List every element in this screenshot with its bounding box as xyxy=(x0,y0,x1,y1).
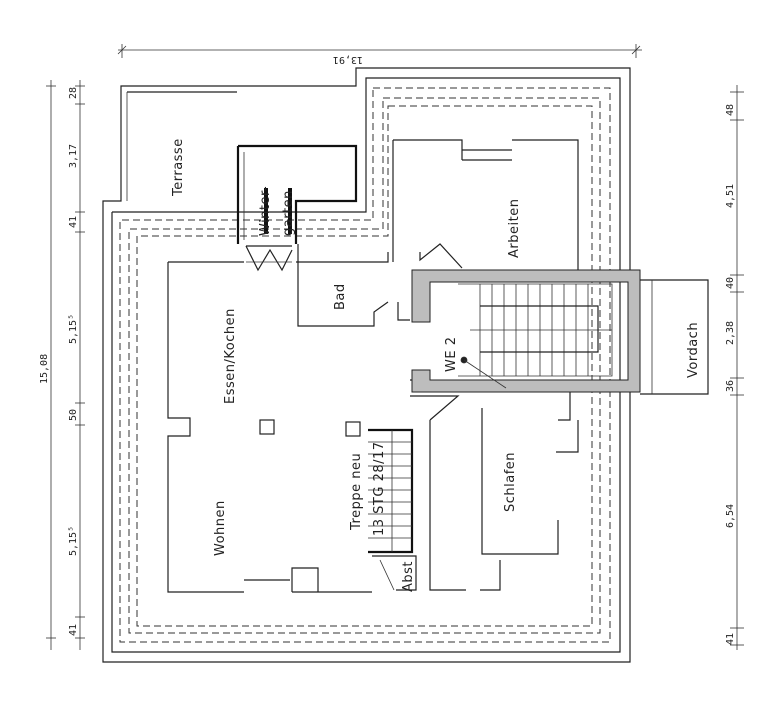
terrace-area xyxy=(126,92,358,272)
left-dimension-chain: 15,08 28 3,17 41 5,15⁵ 50 5,15⁵ 41 xyxy=(39,80,85,650)
dimension-left-total: 15,08 xyxy=(39,354,50,384)
wintergarten-door-frame xyxy=(264,188,268,234)
room-label-arbeiten: Arbeiten xyxy=(507,199,522,258)
dimension-left-seg-7: 41 xyxy=(68,624,79,636)
room-label-abst: Abst xyxy=(401,561,416,592)
dimension-left-seg-4: 5,15⁵ xyxy=(68,314,79,344)
stair-label-line-2: 13 STG 28/17 xyxy=(372,441,387,536)
dimension-right-seg-4: 2,38 xyxy=(725,321,736,345)
stair-label-line-1: Treppe neu xyxy=(349,453,364,531)
vordach-canopy xyxy=(640,279,709,395)
dimension-right-seg-1: 48 xyxy=(725,104,736,116)
stair-treads xyxy=(458,283,613,389)
room-label-essen-kochen: Essen/Kochen xyxy=(223,308,238,404)
room-label-wintergarten-2: garten xyxy=(281,190,296,236)
dimension-left-seg-3: 41 xyxy=(68,216,79,228)
dimension-left-seg-6: 5,15⁵ xyxy=(68,526,79,556)
dimension-left-seg-5: 50 xyxy=(68,409,79,421)
room-label-vordach: Vordach xyxy=(686,322,701,378)
room-label-wohnen: Wohnen xyxy=(213,500,228,556)
dimension-left-seg-2: 3,17 xyxy=(68,144,79,168)
column-left xyxy=(259,419,275,435)
room-label-wintergarten-1: Winter- xyxy=(258,186,273,236)
dimension-left-seg-1: 28 xyxy=(68,87,79,99)
interior-walls xyxy=(167,139,579,593)
dimension-right-seg-7: 41 xyxy=(725,633,736,645)
dimension-right-seg-6: 6,54 xyxy=(725,504,736,528)
building-outline xyxy=(102,67,631,663)
room-label-terrasse: Terrasse xyxy=(171,138,186,197)
dimension-right-seg-2: 4,51 xyxy=(725,184,736,208)
right-dimension-chain: 48 4,51 40 2,38 36 6,54 41 xyxy=(725,85,744,650)
stairwell-walls xyxy=(411,269,641,393)
dimension-right-seg-3: 40 xyxy=(725,277,736,289)
room-label-bad: Bad xyxy=(333,283,348,310)
room-label-schlafen: Schlafen xyxy=(503,452,518,512)
roof-dashed-lines xyxy=(119,87,611,643)
dimension-right-seg-5: 36 xyxy=(725,380,736,392)
room-label-we2: WE 2 xyxy=(444,337,459,372)
column-right xyxy=(345,421,361,437)
new-stair xyxy=(368,428,417,591)
dimension-top-total: 13,91 xyxy=(333,54,363,65)
top-dimension-line: 13,91 xyxy=(117,44,642,65)
